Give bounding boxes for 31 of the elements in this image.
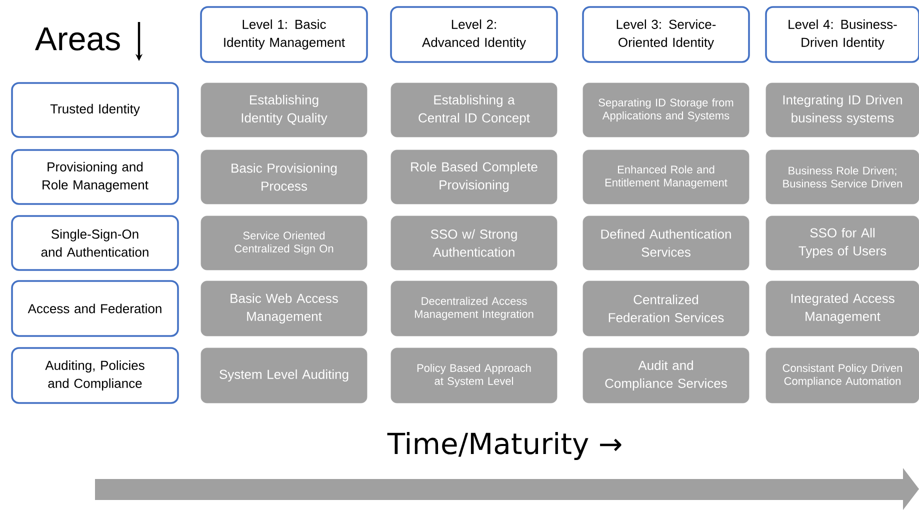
area-box: Access and Federation xyxy=(11,280,179,337)
capability-box: Consistant Policy Driven Compliance Automation xyxy=(766,348,919,404)
area-box: Auditing, Policies and Compliance xyxy=(11,347,179,404)
level-box: Level 2: Advanced Identity xyxy=(390,6,558,63)
area-box: Single-Sign-On and Authentication xyxy=(11,215,179,271)
capability-box: Establishing a Central ID Concept xyxy=(390,82,558,138)
capability-box: Basic Provisioning Process xyxy=(200,150,368,204)
level-box: Level 1: Basic Identity Management xyxy=(200,6,368,63)
capability-box: Basic Web Access Management xyxy=(200,280,368,336)
capability-box: Integrating ID Driven business systems xyxy=(766,82,919,138)
capability-box: System Level Auditing xyxy=(200,348,368,404)
area-box: Provisioning and Role Management xyxy=(11,149,179,205)
capability-box: Establishing Identity Quality xyxy=(200,82,368,138)
capability-box: Decentralized Access Management Integration xyxy=(390,280,558,336)
axis-title: Time/Maturity → xyxy=(387,432,622,460)
capability-box: Policy Based Approach at System Level xyxy=(390,348,558,404)
level-box: Level 4: Business-Driven Identity xyxy=(765,6,919,63)
level-box: Level 3: Service-Oriented Identity xyxy=(582,6,750,63)
capability-box: SSO for All Types of Users xyxy=(766,216,919,270)
capability-box: Defined Authentication Services xyxy=(582,216,750,270)
area-box: Trusted Identity xyxy=(11,82,179,138)
capability-box: Enhanced Role and Entitlement Management xyxy=(582,150,750,204)
capability-box: Separating ID Storage from Applications and Systems xyxy=(582,82,750,138)
capability-box: Role Based Complete Provisioning xyxy=(390,150,558,204)
capability-box: Audit and Compliance Services xyxy=(582,348,750,404)
heading: Areas xyxy=(34,27,120,51)
capability-box: Service Oriented Centralized Sign On xyxy=(200,216,368,270)
capability-box: Centralized Federation Services xyxy=(582,280,750,336)
capability-box: Business Role Driven; Business Service Driven xyxy=(766,150,919,204)
capability-box: Integrated Access Management xyxy=(766,280,919,336)
capability-box: SSO w/ Strong Authentication xyxy=(390,216,558,270)
